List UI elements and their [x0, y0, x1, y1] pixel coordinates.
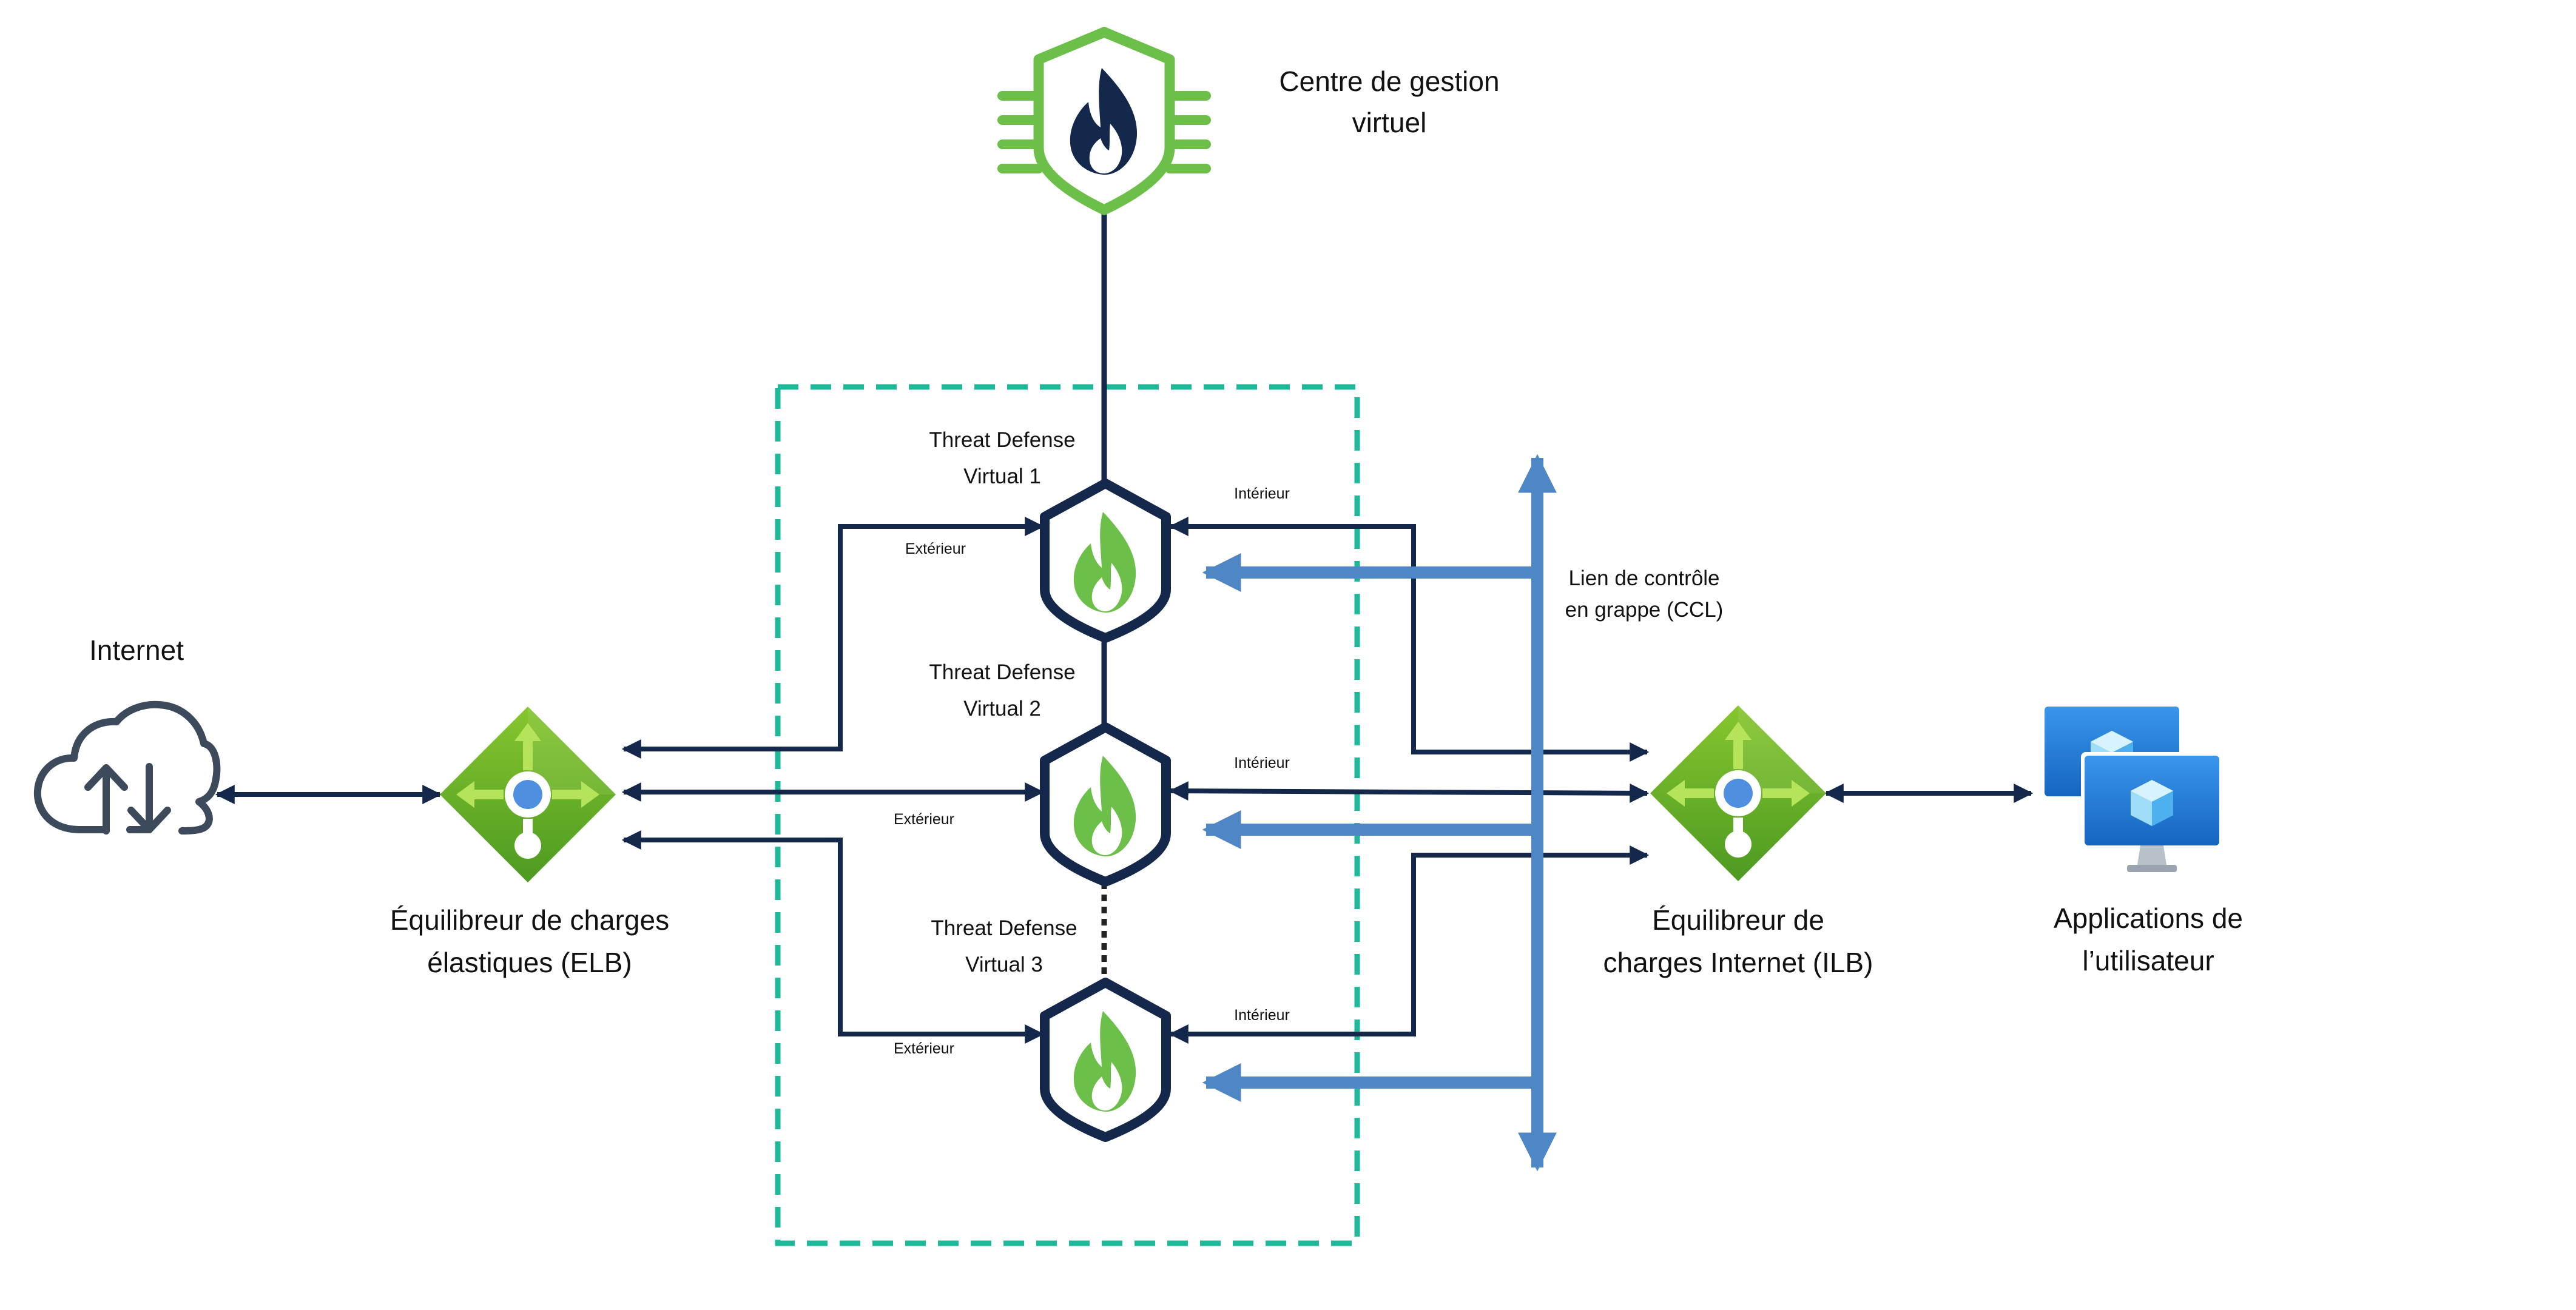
node-1-outside-label: Extérieur — [905, 540, 966, 557]
node-1-inside-label: Intérieur — [1234, 485, 1290, 502]
inside-link-2 — [1168, 781, 1650, 803]
management-center-icon — [997, 27, 1211, 215]
node-2-outside-label: Extérieur — [894, 811, 954, 828]
elb-label-line2: élastiques (ELB) — [427, 947, 632, 978]
outside-link-1 — [621, 517, 1045, 759]
threat-defense-1-icon — [1045, 483, 1166, 638]
node-1-label-line1: Threat Defense — [929, 428, 1075, 452]
node-3-inside-label: Intérieur — [1234, 1007, 1290, 1024]
ccl-label-line1: Lien de contrôle — [1568, 566, 1719, 590]
internet-cloud-icon — [33, 700, 221, 835]
manager-label-line2: virtuel — [1352, 107, 1427, 138]
ccl-label-line2: en grappe (CCL) — [1565, 598, 1724, 622]
elb-label-line1: Équilibreur de charges — [390, 904, 669, 936]
node-2-label-line2: Virtual 2 — [963, 697, 1041, 720]
manager-label-line1: Centre de gestion — [1279, 66, 1499, 97]
outside-link-3 — [621, 830, 1045, 1044]
apps-label-line2: l’utilisateur — [2082, 945, 2214, 976]
ilb-label-line1: Équilibreur de — [1652, 904, 1824, 936]
node-2-label-line1: Threat Defense — [929, 660, 1075, 684]
node-3-label-line2: Virtual 3 — [965, 953, 1043, 976]
elb-icon — [440, 707, 616, 882]
node-1-label-line2: Virtual 1 — [963, 465, 1041, 488]
internet-label: Internet — [89, 634, 184, 666]
threat-defense-2-icon — [1045, 727, 1166, 882]
inside-link-1 — [1168, 517, 1650, 762]
user-apps-icon — [2045, 707, 2223, 872]
cluster-boundary — [775, 384, 1360, 1246]
ilb-icon — [1650, 705, 1826, 881]
node-3-label-line1: Threat Defense — [931, 916, 1077, 940]
ilb-label-line2: charges Internet (ILB) — [1603, 947, 1873, 978]
node-2-inside-label: Intérieur — [1234, 754, 1290, 771]
node-3-outside-label: Extérieur — [894, 1040, 954, 1057]
apps-label-line1: Applications de — [2054, 902, 2243, 934]
threat-defense-3-icon — [1045, 982, 1166, 1137]
